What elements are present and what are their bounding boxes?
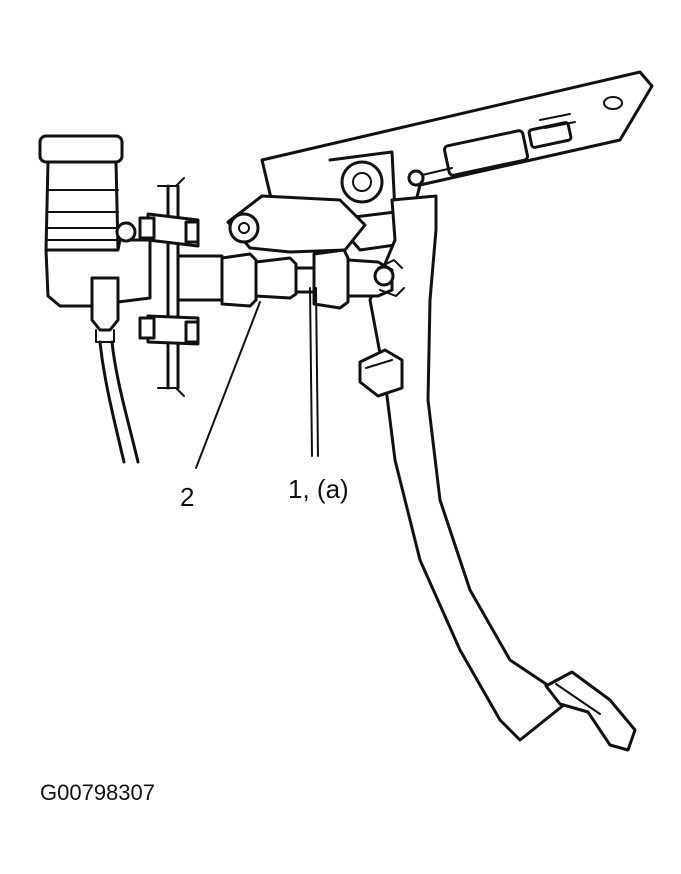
linkage-lever	[226, 194, 367, 254]
push-rod	[176, 248, 405, 310]
reservoir	[38, 134, 124, 252]
dash-panel	[138, 177, 200, 397]
lock-nut	[254, 256, 298, 300]
callout-1a: 1, (a)	[288, 474, 349, 504]
pedal-switch	[407, 113, 576, 187]
hydraulic-line	[98, 340, 140, 464]
clevis-nut	[312, 248, 350, 310]
figure-id: G00798307	[40, 780, 155, 805]
callout-2: 2	[180, 482, 194, 512]
pedal-pad	[544, 670, 637, 752]
master-cylinder	[44, 221, 152, 343]
leader-lines	[195, 287, 319, 469]
